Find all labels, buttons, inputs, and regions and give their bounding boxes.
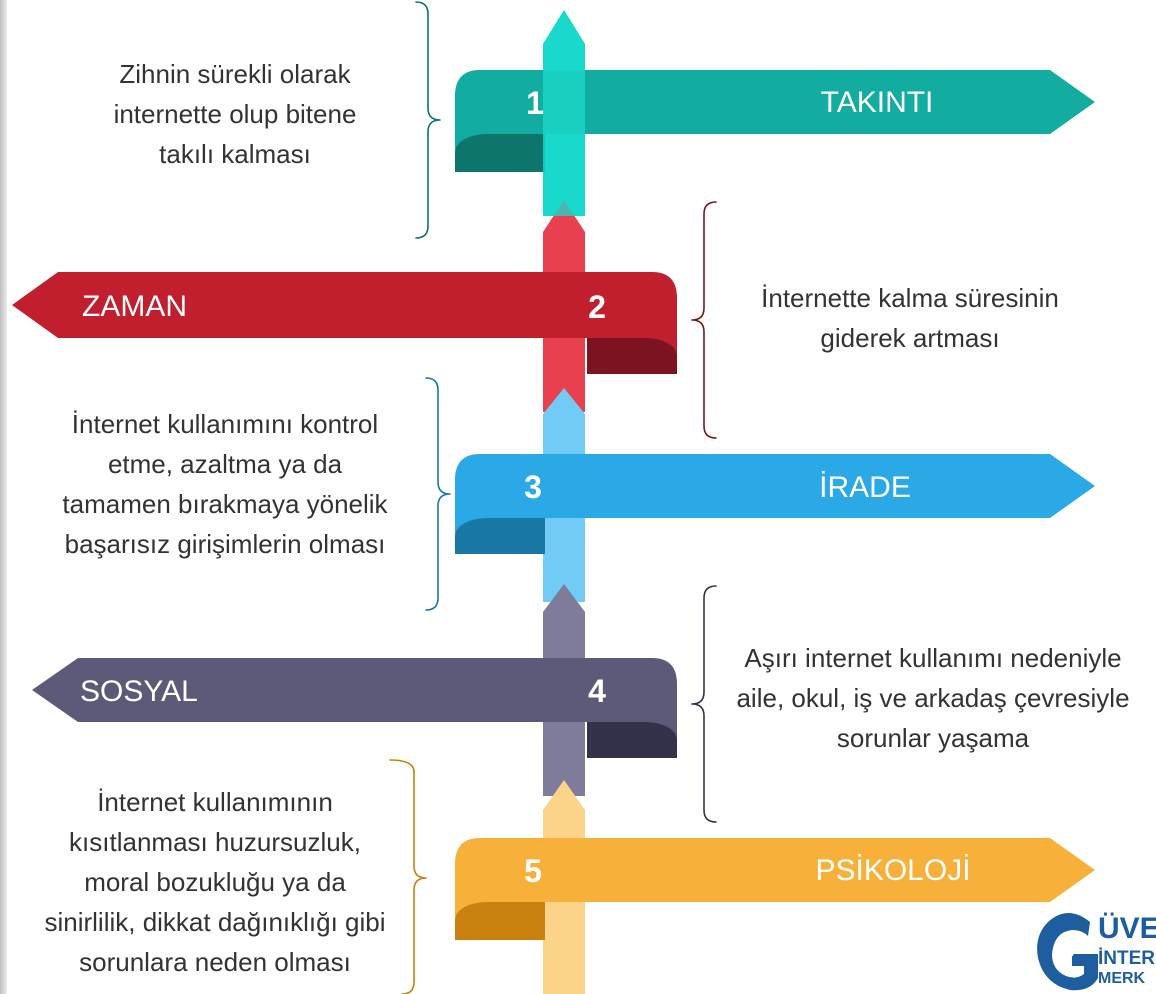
step-1-number: 1 <box>526 85 544 121</box>
logo-text-line-3: MERK <box>1098 970 1146 987</box>
step-4-fold <box>587 719 677 758</box>
step-5-description: İnternet kullanımının kısıtlanması huzur… <box>44 787 386 977</box>
logo-text-line-1: ÜVEN <box>1098 912 1156 945</box>
step-4-number: 4 <box>588 673 606 709</box>
logo-text-line-2: İNTER <box>1098 948 1155 969</box>
brace-5 <box>389 759 427 994</box>
brace-2 <box>691 201 717 439</box>
step-2-ribbon <box>12 272 677 374</box>
step-4-title: SOSYAL <box>80 675 198 708</box>
step-3-fold <box>455 516 545 554</box>
step-4-ribbon <box>32 658 677 758</box>
frame-edge <box>0 0 7 994</box>
step-3-description: İnternet kullanımını kontrol etme, azalt… <box>62 409 388 559</box>
step-3-title: İRADE <box>819 471 911 504</box>
logo-g-icon <box>1037 913 1098 991</box>
number-labels: 1 2 3 4 5 <box>524 85 606 889</box>
step-3-number: 3 <box>524 469 542 505</box>
step-2-band <box>12 272 677 354</box>
brace-4 <box>691 585 717 823</box>
step-2-fold <box>587 335 677 374</box>
step-1-ribbon <box>455 70 1095 172</box>
title-labels: TAKINTI ZAMAN İRADE SOSYAL PSİKOLOJİ <box>80 86 971 887</box>
step-1-description: Zihnin sürekli olarak internette olup bi… <box>113 59 357 169</box>
step-3-ribbon <box>455 454 1095 554</box>
step-5-ribbon <box>455 838 1095 940</box>
step-5-band <box>455 838 1095 920</box>
logo: ÜVEN İNTER MERK <box>1032 906 1156 994</box>
step-4-description: Aşırı internet kullanımı nedeniyle aile,… <box>736 643 1130 753</box>
brace-3 <box>425 377 451 611</box>
step-3-band <box>455 454 1095 536</box>
step-1-band <box>455 70 1095 152</box>
step-1-fold <box>455 132 545 172</box>
step-5-fold <box>455 900 545 940</box>
step-5-number: 5 <box>524 853 542 889</box>
step-1-title: TAKINTI <box>821 86 934 119</box>
step-2-description: İnternette kalma süresinin giderek artma… <box>761 283 1059 353</box>
step-4-band <box>32 658 677 738</box>
step-2-number: 2 <box>588 289 606 325</box>
step-5-title: PSİKOLOJİ <box>815 854 970 887</box>
braces <box>389 1 717 994</box>
brace-1 <box>415 1 441 239</box>
step-2-title: ZAMAN <box>82 290 187 323</box>
spine-arrow-1-overlay <box>543 10 585 216</box>
